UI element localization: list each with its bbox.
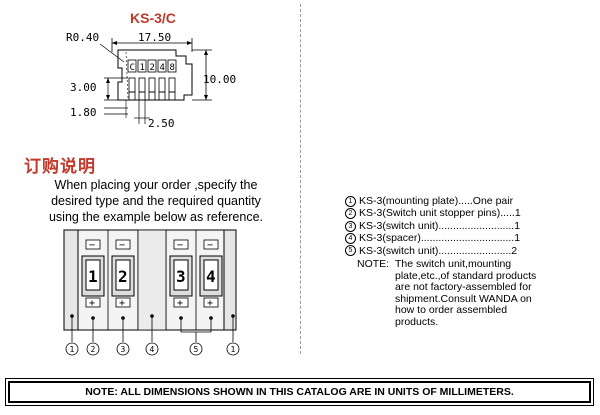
model-title: KS-3/C (130, 10, 176, 26)
dim-base-label: 1.80 (70, 106, 97, 119)
note-line: plate,etc.,of standard products (395, 269, 537, 282)
dim-pin-height-label: 3.00 (70, 81, 97, 94)
part-text: KS-3(mounting plate).....One pair (359, 195, 514, 207)
switch-unit-1: − 1 + (81, 239, 105, 309)
plus-sign: + (89, 298, 95, 309)
pin-group (128, 77, 176, 101)
order-line: using the example below as reference. (48, 210, 263, 224)
minus-sign: − (177, 240, 183, 251)
switch-unit-2: − 2 + (111, 239, 135, 309)
callout-group: 1 2 3 4 5 1 (65, 342, 240, 356)
spacer (137, 229, 167, 331)
note-label: NOTE: (357, 258, 390, 270)
dim-width-label: 17.50 (138, 31, 171, 44)
order-heading: 订购说明 (24, 157, 96, 177)
switch-number: 1 (88, 267, 98, 286)
dim-pitch-label: 2.50 (148, 117, 175, 130)
center-divider (300, 4, 301, 354)
footer-note-box: NOTE: ALL DIMENSIONS SHOWN IN THIS CATAL… (5, 378, 594, 406)
switch-unit-4: − 4 + (199, 239, 223, 309)
part-number-badge: 5 (345, 245, 356, 257)
parts-list-item: 4 KS-3(spacer)..........................… (345, 232, 595, 244)
part-number-badge: 4 (345, 232, 356, 244)
parts-list-item: 1 KS-3(mounting plate).....One pair (345, 195, 595, 207)
note-line: shipment.Consult WANDA on (395, 292, 532, 305)
order-line: desired type and the required quantity (51, 194, 261, 208)
callout-number: 5 (194, 345, 199, 354)
note-line: how to order assembled (395, 304, 508, 316)
callout-number: 3 (121, 345, 126, 354)
pin-label: 2 (150, 63, 155, 73)
pin-label-group: C 1 2 4 8 (127, 59, 177, 73)
switch-number: 2 (118, 267, 128, 286)
part-number-badge: 3 (345, 220, 356, 232)
plus-sign: + (207, 298, 213, 309)
note-body: The switch unit,mounting plate,etc.,of s… (395, 258, 595, 328)
part-number-badge: 1 (345, 195, 356, 207)
pin-label: 4 (160, 63, 165, 73)
parts-list: 1 KS-3(mounting plate).....One pair 2 KS… (345, 195, 595, 257)
callout-number: 1 (231, 345, 236, 354)
dim-height-label: 10.00 (203, 73, 236, 86)
part-text: KS-3(spacer)............................… (359, 232, 521, 245)
switch-number: 3 (176, 267, 186, 286)
part-text: KS-3(Switch unit stopper pins).....1 (359, 207, 521, 220)
callout-leaders (70, 314, 235, 342)
footer-note-text: NOTE: ALL DIMENSIONS SHOWN IN THIS CATAL… (85, 386, 514, 398)
dim-radius-label: R0.40 (66, 31, 99, 44)
pin-label: 1 (140, 63, 145, 73)
part-number-badge: 2 (345, 208, 356, 220)
assembly-diagram: − 1 + − 2 + − 3 + − 4 + (63, 229, 240, 356)
part-text: KS-3(switch unit).......................… (359, 219, 521, 232)
minus-sign: − (119, 240, 125, 251)
callout-number: 1 (70, 345, 75, 354)
parts-list-item: 5 KS-3(switch unit).....................… (345, 245, 595, 257)
switch-number: 4 (206, 267, 216, 286)
minus-sign: − (89, 240, 95, 251)
callout-number: 2 (91, 345, 96, 354)
dimension-drawing: 17.50 R0.40 C 1 2 4 8 10.00 (66, 31, 236, 130)
note-line: The switch unit,mounting (395, 258, 512, 270)
part-text: KS-3(switch unit).......................… (359, 244, 518, 257)
minus-sign: − (207, 240, 213, 251)
switch-unit-3: − 3 + (169, 239, 193, 309)
plus-sign: + (119, 298, 125, 309)
callout-number: 4 (150, 345, 155, 354)
pin-label: C (130, 63, 135, 73)
pin-label: 8 (170, 63, 175, 73)
plus-sign: + (177, 298, 183, 309)
order-instructions: When placing your order ,specify the des… (36, 177, 276, 225)
parts-list-item: 3 KS-3(switch unit).....................… (345, 220, 595, 232)
mounting-plate-right (223, 229, 237, 331)
order-line: When placing your order ,specify the (54, 178, 258, 192)
note-line: are not factory-assembled for (395, 281, 532, 293)
note-line: products. (395, 315, 439, 328)
parts-list-item: 2 KS-3(Switch unit stopper pins).....1 (345, 207, 595, 219)
